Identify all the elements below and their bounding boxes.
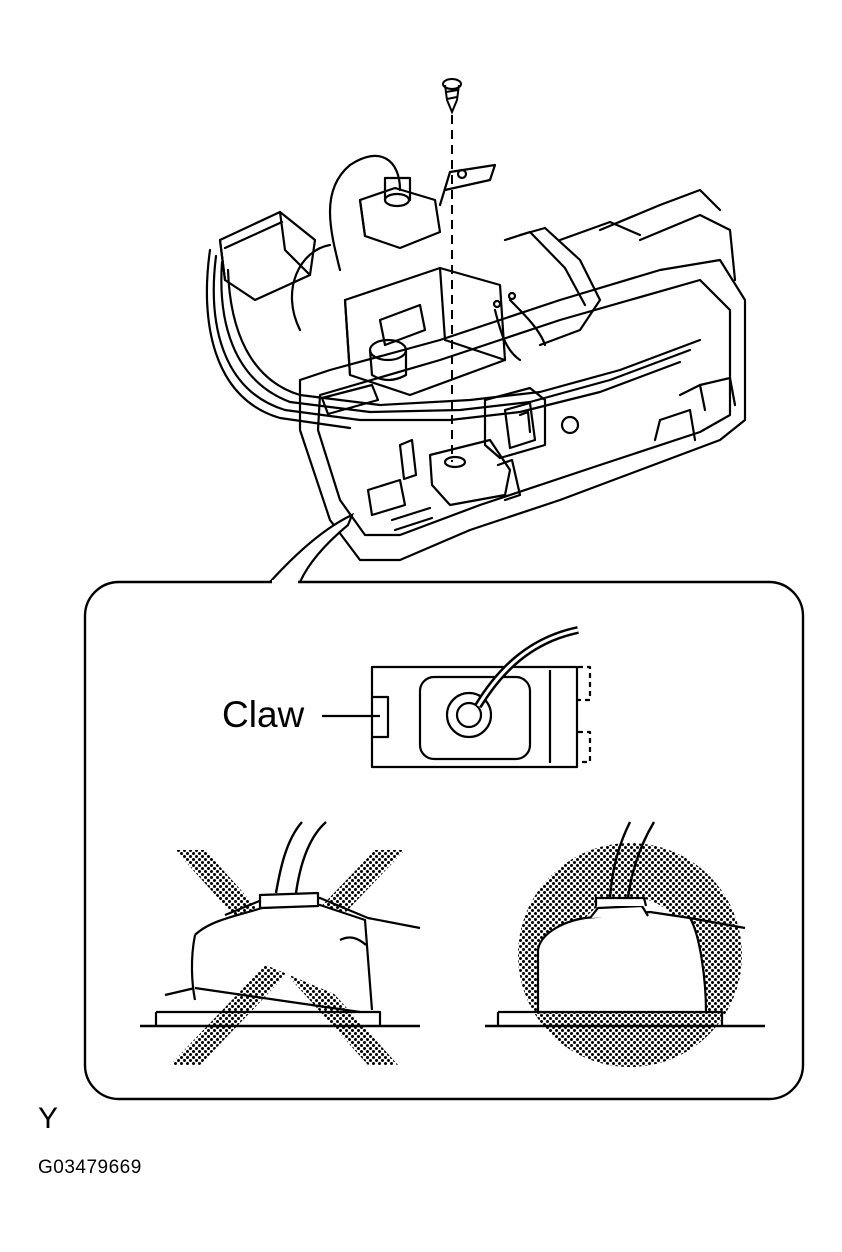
callout-pointer bbox=[269, 512, 355, 583]
screw-icon bbox=[442, 78, 462, 115]
view-letter: Y bbox=[38, 1102, 59, 1135]
incorrect-installation bbox=[140, 821, 421, 1065]
figure-code: G03479669 bbox=[38, 1157, 142, 1178]
overhead-console-assembly bbox=[205, 154, 747, 562]
claw-label: Claw bbox=[222, 694, 305, 735]
socket-top-view bbox=[370, 626, 592, 769]
detail-callout-box bbox=[83, 580, 805, 1101]
correct-installation bbox=[485, 821, 765, 1067]
